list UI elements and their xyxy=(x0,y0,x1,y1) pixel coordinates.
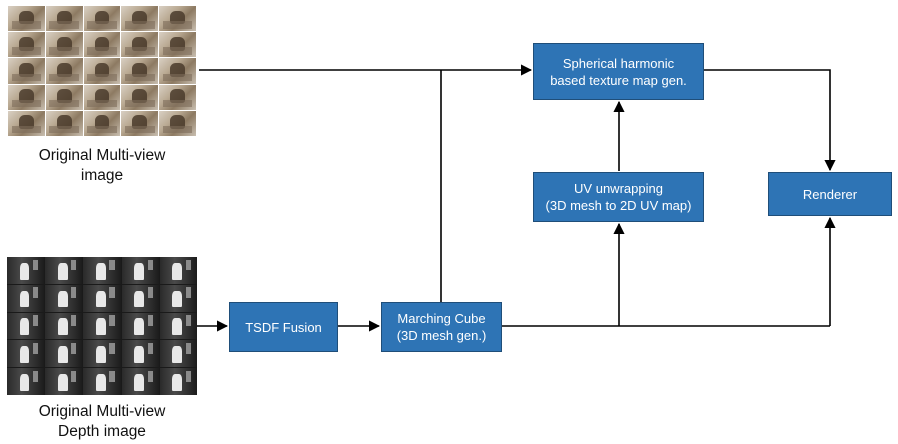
rgb-view-thumbnail xyxy=(45,58,83,84)
rgb-view-thumbnail xyxy=(45,110,83,136)
rgb-view-thumbnail xyxy=(159,58,196,84)
rgb-view-thumbnail xyxy=(159,84,196,110)
rgb-view-thumbnail xyxy=(8,84,45,110)
rgb-view-thumbnail xyxy=(121,58,159,84)
marching-cube-box: Marching Cube (3D mesh gen.) xyxy=(381,302,502,352)
depth-view-thumbnail xyxy=(45,257,83,284)
renderer-box: Renderer xyxy=(768,172,892,216)
depth-view-thumbnail xyxy=(45,368,83,395)
rgb-view-thumbnail xyxy=(8,32,45,58)
depth-view-thumbnail xyxy=(83,312,121,340)
rgb-view-thumbnail xyxy=(8,6,45,32)
rgb-view-thumbnail xyxy=(8,58,45,84)
rgb-view-thumbnail xyxy=(121,84,159,110)
depth-view-thumbnail xyxy=(121,368,159,395)
multiview-rgb-image-grid xyxy=(8,6,196,136)
depth-view-thumbnail xyxy=(45,340,83,368)
rgb-view-thumbnail xyxy=(83,32,121,58)
rgb-view-thumbnail xyxy=(83,58,121,84)
depth-view-thumbnail xyxy=(83,368,121,395)
depth-view-thumbnail xyxy=(83,257,121,284)
depth-view-thumbnail xyxy=(121,284,159,312)
depth-image-caption: Original Multi-view Depth image xyxy=(38,403,166,440)
spherical-harmonic-box: Spherical harmonic based texture map gen… xyxy=(533,43,704,100)
rgb-view-thumbnail xyxy=(159,32,196,58)
depth-view-thumbnail xyxy=(159,312,197,340)
depth-view-thumbnail xyxy=(121,312,159,340)
depth-view-thumbnail xyxy=(7,284,45,312)
rgb-image-caption: Original Multi-view image xyxy=(38,147,166,184)
depth-view-thumbnail xyxy=(159,368,197,395)
depth-view-thumbnail xyxy=(159,340,197,368)
rgb-view-thumbnail xyxy=(45,32,83,58)
depth-view-thumbnail xyxy=(45,284,83,312)
rgb-view-thumbnail xyxy=(159,6,196,32)
tsdf-fusion-box: TSDF Fusion xyxy=(229,302,338,352)
depth-view-thumbnail xyxy=(83,284,121,312)
rgb-view-thumbnail xyxy=(83,84,121,110)
rgb-view-thumbnail xyxy=(83,110,121,136)
depth-view-thumbnail xyxy=(121,340,159,368)
rgb-view-thumbnail xyxy=(121,32,159,58)
rgb-view-thumbnail xyxy=(121,110,159,136)
depth-view-thumbnail xyxy=(83,340,121,368)
uv-unwrapping-box: UV unwrapping (3D mesh to 2D UV map) xyxy=(533,172,704,222)
rgb-view-thumbnail xyxy=(121,6,159,32)
depth-view-thumbnail xyxy=(7,312,45,340)
depth-view-thumbnail xyxy=(159,284,197,312)
depth-view-thumbnail xyxy=(159,257,197,284)
rgb-view-thumbnail xyxy=(45,84,83,110)
multiview-depth-image-grid xyxy=(7,257,197,395)
rgb-view-thumbnail xyxy=(45,6,83,32)
edge-sh-to-renderer xyxy=(704,69,836,172)
rgb-view-thumbnail xyxy=(83,6,121,32)
depth-view-thumbnail xyxy=(7,257,45,284)
depth-view-thumbnail xyxy=(7,368,45,395)
rgb-view-thumbnail xyxy=(8,110,45,136)
depth-view-thumbnail xyxy=(7,340,45,368)
depth-view-thumbnail xyxy=(45,312,83,340)
rgb-view-thumbnail xyxy=(159,110,196,136)
depth-view-thumbnail xyxy=(121,257,159,284)
